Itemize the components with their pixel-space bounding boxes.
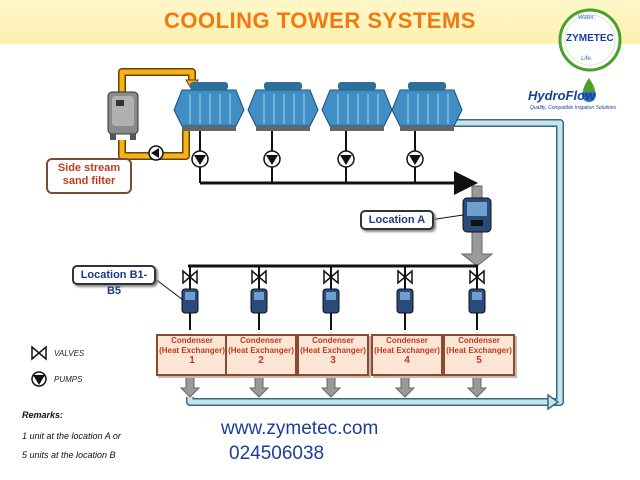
hydroflow-tagline: Quality, Compatible Irrigation Solutions	[530, 105, 617, 111]
condenser-outlets	[179, 373, 488, 398]
valve-icon	[323, 269, 339, 285]
sand-filter-label-line2: sand filter	[62, 175, 116, 187]
website-link[interactable]: www.zymetec.com	[221, 418, 379, 439]
remarks-line2: 5 units at the location B	[22, 450, 116, 460]
title-band	[0, 0, 640, 44]
zymetec-logo-icon	[558, 8, 622, 72]
condenser-sub: (Heat Exchanger)	[300, 346, 366, 355]
legend-valve-icon	[31, 345, 47, 361]
condenser-sub: (Heat Exchanger)	[228, 346, 294, 355]
phone-number: 024506038	[229, 443, 325, 464]
condenser-title: Condenser	[312, 336, 354, 345]
condenser-title: Condenser	[171, 336, 213, 345]
page-title: COOLING TOWER SYSTEMS	[163, 8, 476, 33]
condenser-sub: (Heat Exchanger)	[159, 346, 225, 355]
condenser-number: 5	[476, 355, 482, 366]
condenser-5: Condenser (Heat Exchanger) 5	[443, 334, 515, 376]
condenser-title: Condenser	[386, 336, 428, 345]
condenser-number: 1	[189, 355, 195, 366]
condenser-4: Condenser (Heat Exchanger) 4	[371, 334, 443, 376]
sand-filter-icon	[107, 91, 139, 140]
sand-filter-label-line1: Side stream	[57, 162, 121, 174]
location-b-label: Location B1-B5	[72, 265, 156, 297]
condenser-branches	[181, 266, 486, 330]
valve-icon	[251, 269, 267, 285]
location-a-label: Location A	[360, 210, 434, 230]
valve-icon	[182, 269, 198, 285]
condenser-number: 3	[330, 355, 336, 366]
hydroflow-logo-text: HydroFlow	[528, 88, 596, 103]
zymetec-logo-top: Water.	[578, 15, 596, 21]
hydroflow-unit-a-icon	[462, 197, 492, 233]
cooling-towers	[173, 82, 463, 131]
condenser-number: 4	[404, 355, 410, 366]
legend-valves-label: VALVES	[54, 349, 85, 358]
sand-filter-label: Side stream sand filter	[46, 158, 132, 194]
condenser-title: Condenser	[458, 336, 500, 345]
remarks-heading: Remarks:	[22, 410, 64, 420]
condenser-2: Condenser (Heat Exchanger) 2	[225, 334, 297, 376]
condenser-number: 2	[258, 355, 264, 366]
tower-pumps	[199, 131, 416, 183]
legend-pumps-label: PUMPS	[54, 375, 83, 384]
condenser-sub: (Heat Exchanger)	[374, 346, 440, 355]
cooling-tower-icon	[247, 82, 319, 131]
condenser-title: Condenser	[240, 336, 282, 345]
return-arrow-right	[547, 393, 560, 411]
cooling-tower-icon	[391, 82, 463, 131]
cooling-tower-icon	[173, 82, 245, 131]
cooling-tower-icon	[321, 82, 393, 131]
valve-icon	[397, 269, 413, 285]
valve-icon	[469, 269, 485, 285]
condenser-sub: (Heat Exchanger)	[446, 346, 512, 355]
zymetec-logo-text: ZYMETEC	[566, 33, 614, 44]
remarks-line1: 1 unit at the location A or	[22, 431, 121, 441]
zymetec-logo-bottom: Life.	[581, 56, 593, 62]
condenser-1: Condenser (Heat Exchanger) 1	[156, 334, 228, 376]
condenser-3: Condenser (Heat Exchanger) 3	[297, 334, 369, 376]
hydroflow-logo-icon	[582, 78, 596, 102]
